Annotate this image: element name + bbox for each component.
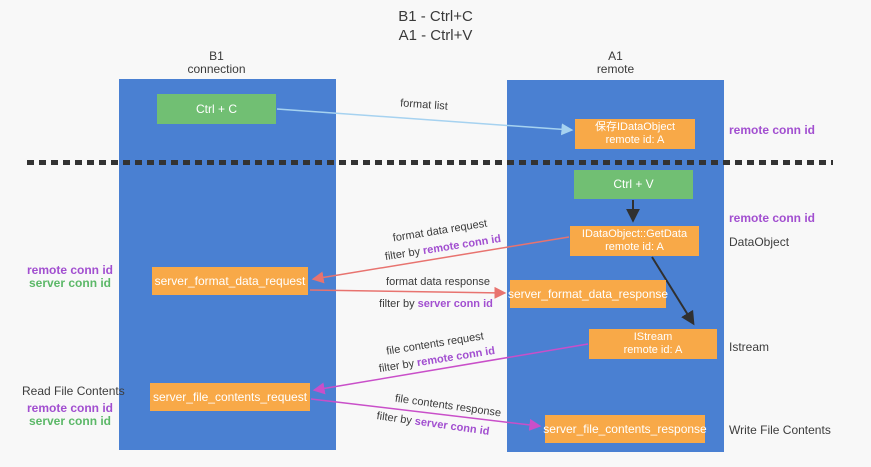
- phase-separator-dashed-line: [27, 160, 833, 165]
- server-conn-id-text: server conn id: [417, 298, 493, 310]
- remote-conn-id-annotation-left: remote conn id: [26, 263, 113, 277]
- server-file-contents-request-label: server_file_contents_request: [152, 389, 308, 404]
- lane-b1-name: B1: [209, 49, 224, 63]
- server-file-contents-response-node: server_file_contents_response: [543, 415, 707, 443]
- ctrl-v-label: Ctrl + V: [613, 177, 654, 191]
- filter-by-server-conn-id-label-1: filter by server conn id: [379, 298, 493, 310]
- diagram-title: B1 - Ctrl+C A1 - Ctrl+V: [0, 7, 871, 45]
- format-list-label: format list: [399, 97, 449, 113]
- remote-conn-id-annotation-mid: remote conn id: [729, 211, 816, 225]
- server-file-contents-request-node: server_file_contents_request: [150, 383, 310, 411]
- filter-by-text: filter by: [379, 298, 415, 310]
- filter-by-text: filter by: [384, 245, 422, 264]
- filter-by-text: filter by: [378, 357, 416, 376]
- save-dataobject-line1: 保存IDataObject: [594, 121, 676, 133]
- write-file-contents-annotation: Write File Contents: [729, 423, 831, 437]
- server-format-data-request-label: server_format_data_request: [154, 273, 306, 288]
- server-format-data-response-node: server_format_data_response: [507, 280, 669, 308]
- filter-by-text: filter by: [375, 410, 413, 427]
- save-dataobject-node: 保存IDataObject remote id: A: [575, 119, 695, 149]
- dataobject-annotation: DataObject: [729, 235, 790, 249]
- lane-a1-name: A1: [608, 49, 623, 63]
- remote-conn-id-annotation-left-2: remote conn id: [26, 401, 113, 415]
- server-format-data-request-node: server_format_data_request: [152, 267, 308, 295]
- istream-annotation: Istream: [729, 340, 770, 354]
- remote-conn-id-annotation-top: remote conn id: [729, 123, 816, 137]
- istream-node: IStream remote id: A: [589, 329, 717, 359]
- ctrl-c-node: Ctrl + C: [157, 94, 276, 124]
- save-dataobject-line2: remote id: A: [605, 134, 665, 146]
- format-data-response-arrow: [309, 286, 507, 299]
- lane-header-b1: B1 connection: [108, 50, 325, 76]
- getdata-line2: remote id: A: [605, 241, 664, 253]
- server-format-data-response-label: server_format_data_response: [507, 286, 669, 301]
- ctrl-v-node: Ctrl + V: [574, 170, 693, 199]
- getdata-node: IDataObject::GetData remote id: A: [570, 226, 699, 256]
- getdata-line1: IDataObject::GetData: [581, 228, 688, 240]
- server-conn-id-text: server conn id: [414, 415, 491, 438]
- title-line-2: A1 - Ctrl+V: [398, 27, 473, 44]
- lane-a1-role: remote: [596, 62, 635, 76]
- format-data-response-label: format data response: [386, 276, 490, 288]
- lane-header-a1: A1 remote: [507, 50, 724, 76]
- left-file-annotations-bottom: Read File Contents remote conn id server…: [22, 384, 125, 428]
- server-conn-id-annotation-left: server conn id: [28, 276, 112, 290]
- left-conn-id-annotations-top: remote conn id server conn id: [22, 264, 118, 290]
- istream-line2: remote id: A: [623, 344, 683, 356]
- server-file-contents-response-label: server_file_contents_response: [543, 421, 707, 436]
- ctrl-c-label: Ctrl + C: [195, 101, 237, 116]
- title-line-1: B1 - Ctrl+C: [398, 8, 473, 25]
- lane-b1-role: connection: [187, 62, 246, 76]
- istream-line1: IStream: [633, 331, 673, 343]
- read-file-contents-annotation: Read File Contents: [22, 384, 125, 398]
- server-conn-id-annotation-left-2: server conn id: [28, 414, 112, 428]
